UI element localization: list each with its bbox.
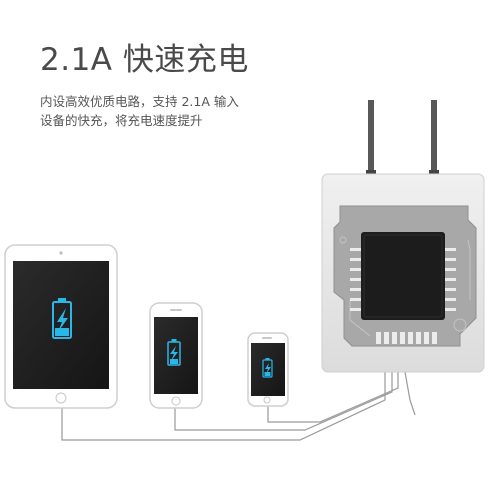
- headline: 2.1A 快速充电: [40, 42, 249, 78]
- tablet-home-button: [55, 392, 67, 404]
- phone-small: [247, 332, 289, 407]
- pcb-pads: [376, 332, 437, 344]
- prong-left: [368, 100, 374, 176]
- phone-medium-home-button: [171, 396, 181, 406]
- charging-cables: [61, 371, 416, 441]
- plug-prongs: [366, 100, 439, 176]
- cable-phone-small: [267, 372, 399, 423]
- battery-charging-icon: [167, 339, 181, 366]
- chip: [361, 232, 445, 320]
- chip-pins-right: [444, 248, 456, 311]
- description-line-2: 设备的快充，将充电速度提升: [40, 113, 203, 128]
- battery-charging-icon: [52, 298, 72, 339]
- cable-extra: [404, 371, 416, 416]
- phone-small-home-button: [263, 396, 271, 404]
- phone-medium-screen: [154, 317, 198, 394]
- cable-phone-medium: [174, 372, 393, 431]
- description-line-1: 内设高效优质电路，支持 2.1A 输入: [40, 94, 239, 109]
- prong-right: [431, 100, 437, 176]
- phone-medium: [149, 302, 203, 409]
- cable-tablet: [61, 372, 386, 441]
- tablet: [4, 244, 118, 409]
- battery-charging-icon: [262, 358, 273, 378]
- charger: [321, 173, 485, 373]
- chip-pins-left: [350, 248, 362, 311]
